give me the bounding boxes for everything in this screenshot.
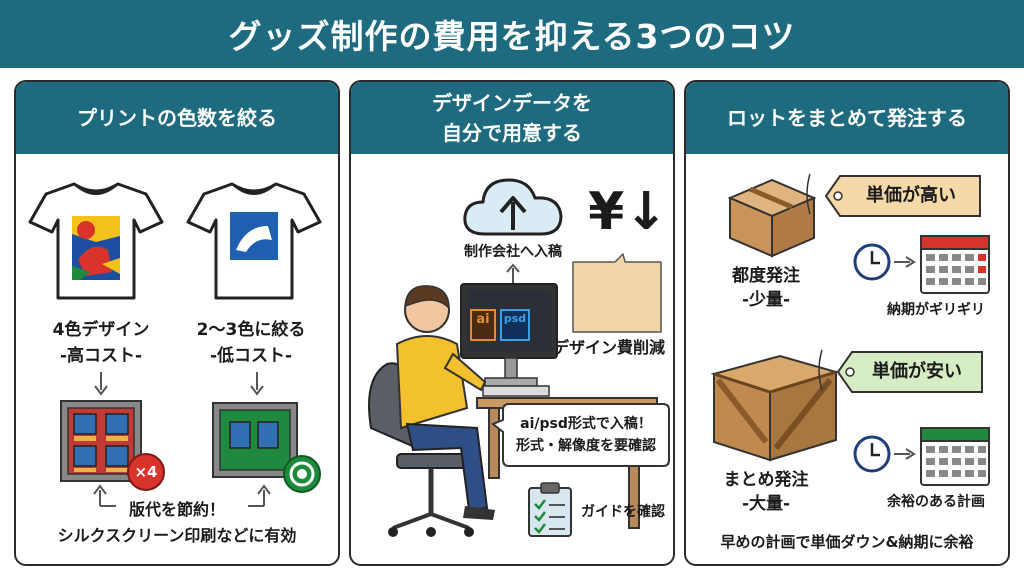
x4-badge-icon <box>127 453 165 491</box>
tshirt-2color-icon <box>186 182 322 300</box>
small-lot-label: 都度発注 <box>732 266 800 286</box>
right-cost-label: -低コスト- <box>209 346 293 366</box>
panel-2-header: デザインデータを 自分で用意する <box>351 82 673 154</box>
right-design-label: 2〜3色に絞る <box>196 320 306 340</box>
person-at-desk-illustration <box>368 283 658 537</box>
panel-2-heading-line-2: 自分で用意する <box>442 121 582 145</box>
wooden-crate-icon <box>710 354 840 462</box>
calendar-tight-icon <box>920 235 990 294</box>
panel-1-heading: プリントの色数を絞る <box>77 106 277 130</box>
panel-design-data: デザインデータを 自分で用意する 制作会社へ入稿 ¥↓ デザイン費削減 <box>349 80 675 566</box>
page-title: グッズ制作の費用を抑える3つのコツ <box>228 17 796 56</box>
return-arrows-icon <box>93 484 271 507</box>
arrow-down-icon <box>250 372 264 396</box>
x4-badge-text: ×4 <box>134 463 158 481</box>
tag-low-label: 単価が安い <box>872 361 962 382</box>
psd-file-label: psd <box>503 312 527 325</box>
small-lot-sub-label: -少量- <box>741 290 791 310</box>
screen-plates-2-icon <box>212 402 298 478</box>
clipboard-icon <box>528 482 572 537</box>
tag-high-label: 単価が高い <box>866 185 956 206</box>
yen-down-symbol: ¥↓ <box>588 182 668 242</box>
arrow-down-icon <box>94 372 108 396</box>
ai-file-icon <box>470 309 496 341</box>
tshirt-4color-icon <box>28 182 164 300</box>
calendar-loose-icon <box>920 427 990 486</box>
cloud-upload-icon <box>463 178 563 236</box>
left-cost-label: -高コスト- <box>59 346 143 366</box>
design-cost-saving-label: デザイン費削減 <box>552 338 665 357</box>
hint-speech-bubble <box>491 403 670 467</box>
clock-icon <box>853 243 891 281</box>
bubble-line-1: ai/psd形式で入稿！ <box>520 416 652 432</box>
arrow-right-icon <box>894 448 916 460</box>
price-tag-low-icon <box>818 349 983 393</box>
guide-check-label: ガイドを確認 <box>581 504 665 520</box>
price-tag-high-icon <box>806 173 981 217</box>
panel-lot-order: ロットをまとめて発注する 都度発注 -少量- 単価が高い 納期がギリギリ <box>684 80 1010 566</box>
large-lot-label: まとめ発注 <box>723 470 809 490</box>
footer-line-1: 版代を節約！ <box>128 500 225 519</box>
panel-3-heading: ロットをまとめて発注する <box>727 106 967 130</box>
deadline-loose-label: 余裕のある計画 <box>887 494 985 510</box>
clock-icon <box>853 435 891 473</box>
check-badge-icon <box>283 455 321 493</box>
small-box-icon <box>727 178 817 258</box>
psd-file-icon <box>500 309 530 341</box>
bubble-line-2: 形式・解像度を要確認 <box>516 438 656 454</box>
panel-3-footer: 早めの計画で単価ダウン&納期に余裕 <box>720 533 974 551</box>
footer-line-2: シルクスクリーン印刷などに有効 <box>57 526 297 545</box>
title-banner: グッズ制作の費用を抑える3つのコツ <box>0 0 1024 68</box>
large-lot-sub-label: -大量- <box>741 494 791 514</box>
speech-box-icon <box>572 253 662 333</box>
deadline-tight-label: 納期がギリギリ <box>887 302 985 318</box>
arrow-right-icon <box>894 256 916 268</box>
panel-2-heading-line-1: デザインデータを <box>432 91 592 115</box>
ai-file-label: ai <box>476 312 490 327</box>
left-design-label: 4色デザイン <box>52 320 150 340</box>
upload-label: 制作会社へ入稿 <box>464 244 562 260</box>
screen-plates-4-icon <box>60 400 142 482</box>
panel-1-header: プリントの色数を絞る <box>16 82 338 154</box>
panel-3-header: ロットをまとめて発注する <box>686 82 1008 154</box>
panel-print-colors: プリントの色数を絞る 4色デザイン -高コスト- ×4 2〜3色に絞る <box>14 80 340 566</box>
